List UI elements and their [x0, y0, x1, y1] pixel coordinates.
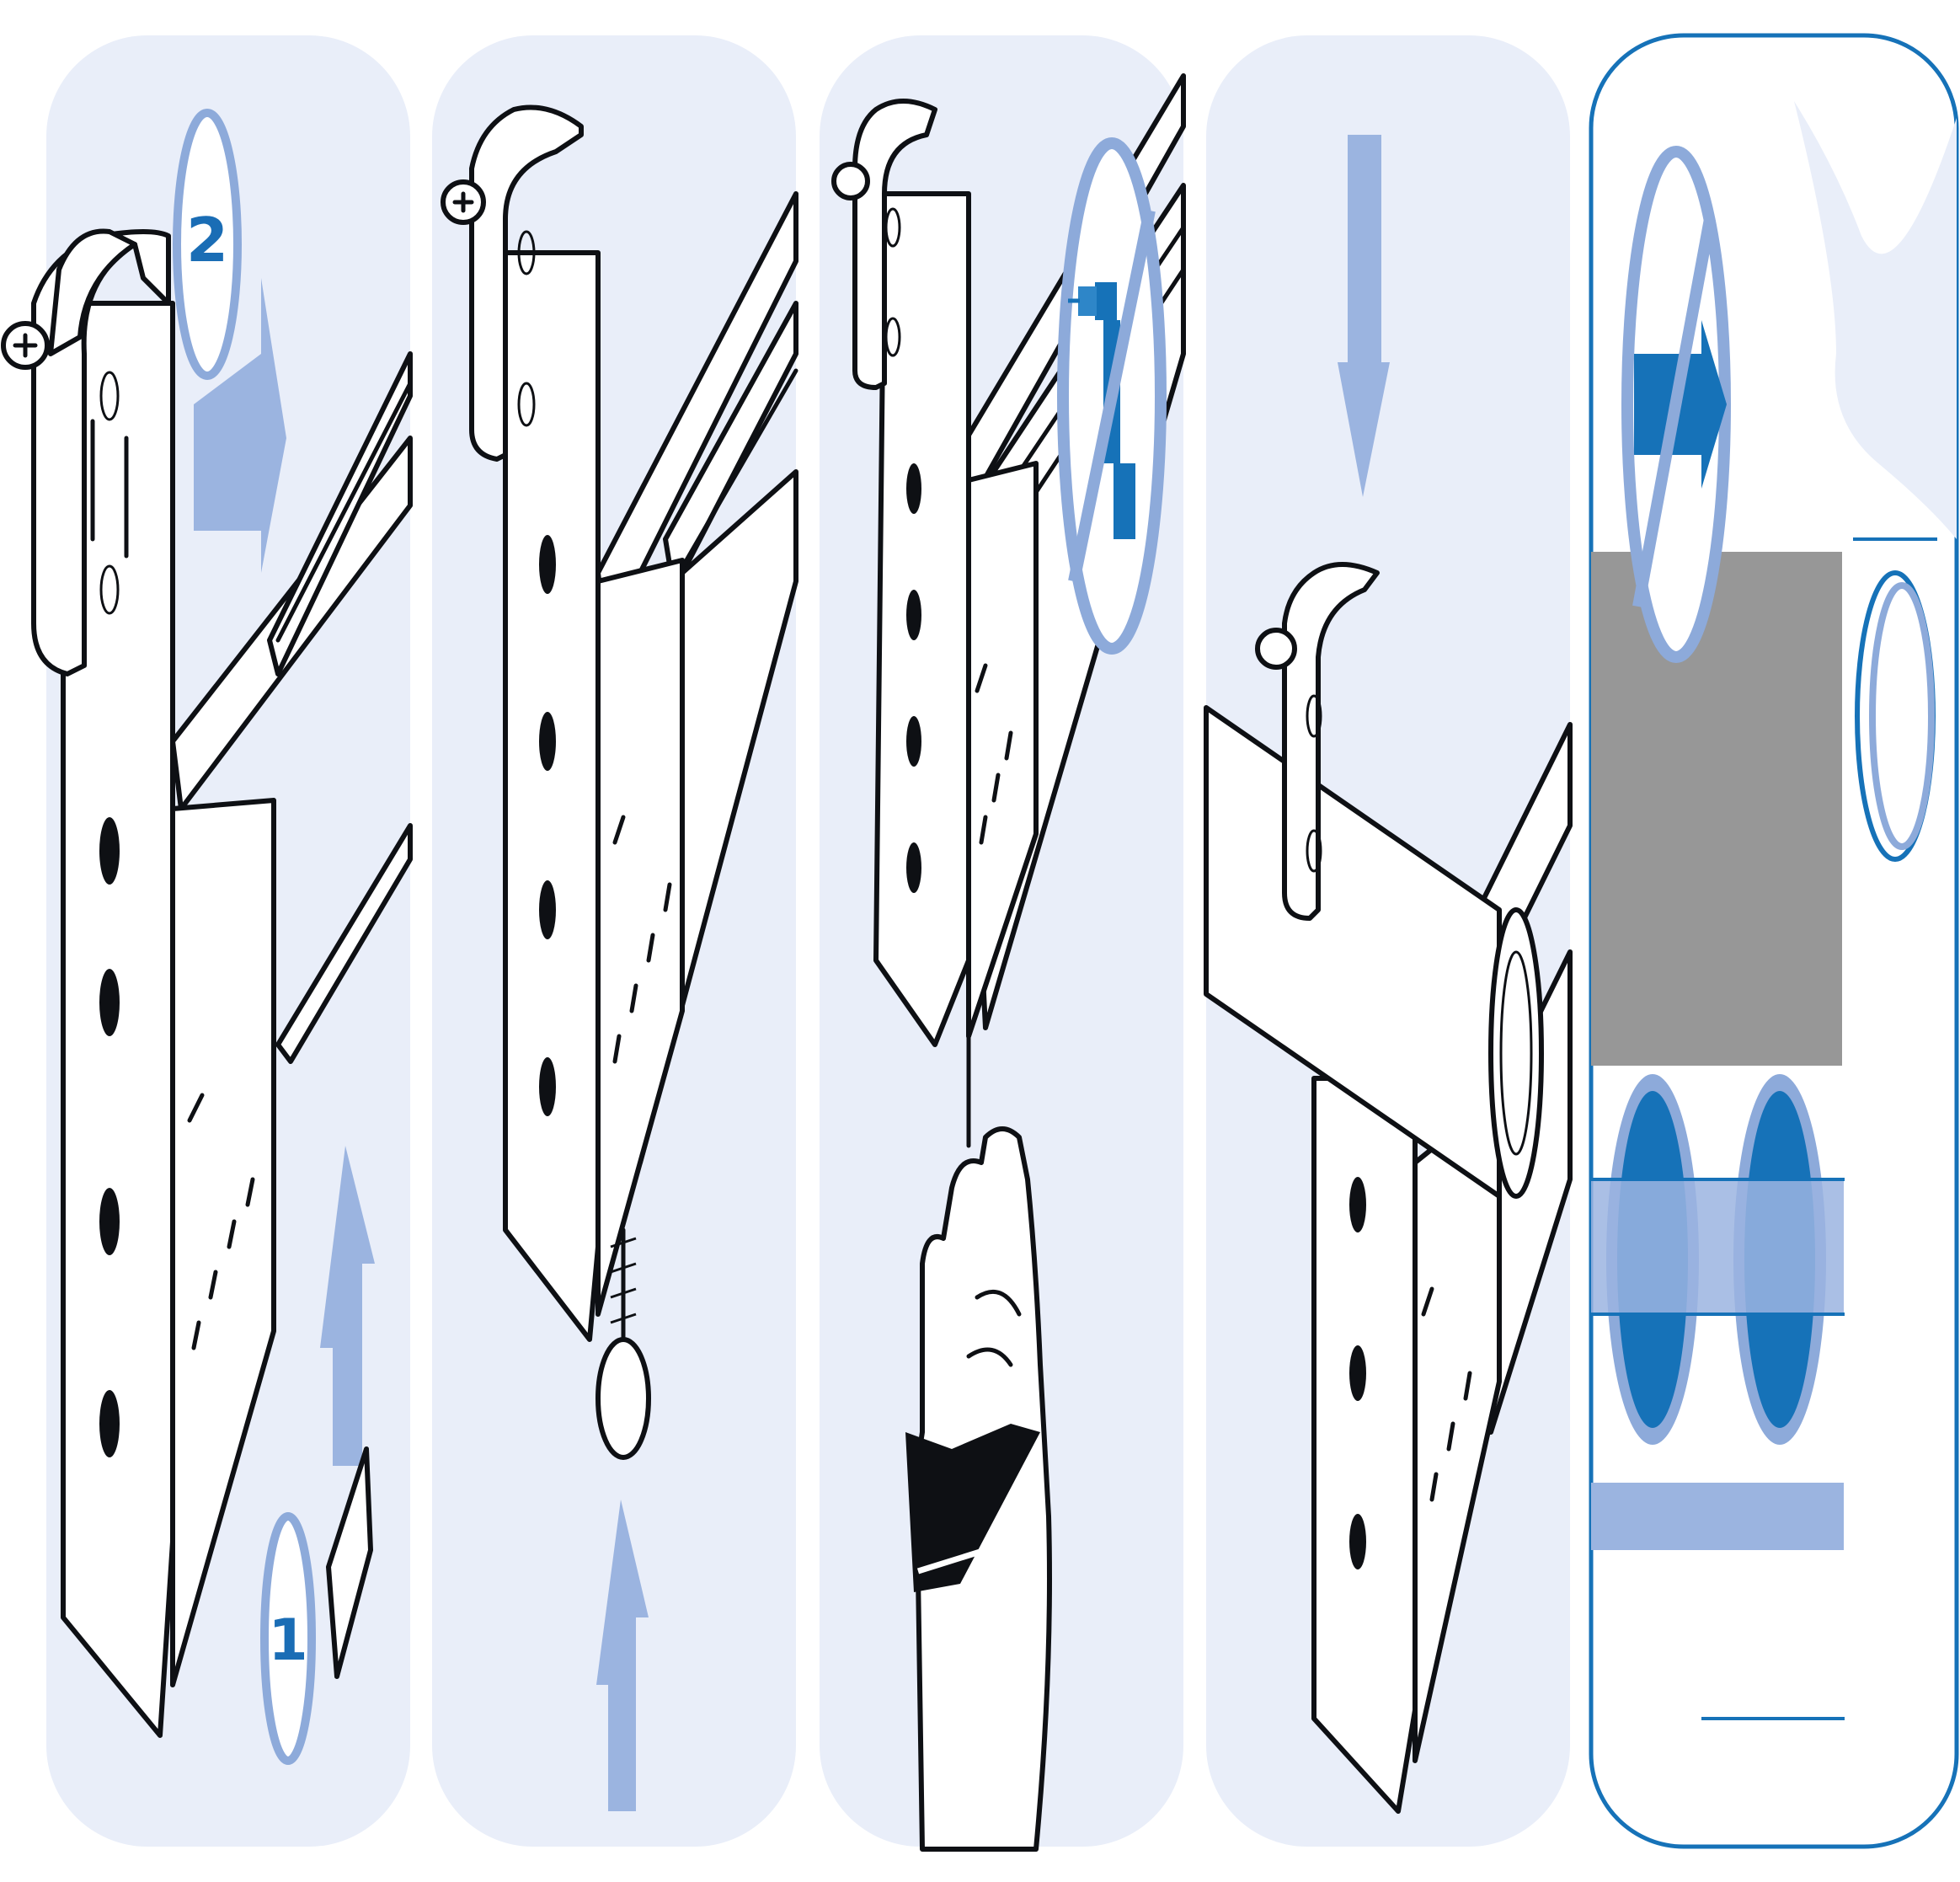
bracket-plate: [61, 301, 276, 1738]
tube: [1204, 705, 1544, 1199]
push-right-arrow: [194, 278, 286, 674]
screw-up-arrow: [596, 1500, 649, 1811]
step-4-panel: [1204, 35, 1573, 1847]
hook-head: [1255, 562, 1380, 921]
step-5-panel: [1589, 33, 1959, 1849]
badge-2-label: 2: [186, 205, 228, 275]
step-badge-1: 1: [260, 1512, 316, 1765]
down-arrow: [1338, 135, 1390, 497]
no-push-icon: [1621, 146, 1731, 663]
rail: [170, 351, 413, 1064]
push-up-arrow: [320, 1146, 375, 1466]
no-drill-icon: [1057, 137, 1167, 655]
bracket-plate: [873, 191, 1039, 1047]
hook-head: [441, 104, 584, 462]
badge-1-label: 1: [268, 1607, 307, 1674]
mattress-block: [1591, 552, 1842, 1066]
hook-head: [831, 99, 937, 390]
step-2-panel: [432, 35, 798, 1847]
step-badge-2: 2: [173, 109, 242, 380]
tube-end: [1853, 537, 1937, 862]
screw: [595, 1227, 651, 1460]
step-1-panel: 2 1: [1, 35, 413, 1847]
bracket-plate: [503, 250, 685, 1342]
hand: [905, 1126, 1052, 1852]
step-3-panel: [820, 35, 1186, 1852]
hook-head: [1, 228, 171, 676]
